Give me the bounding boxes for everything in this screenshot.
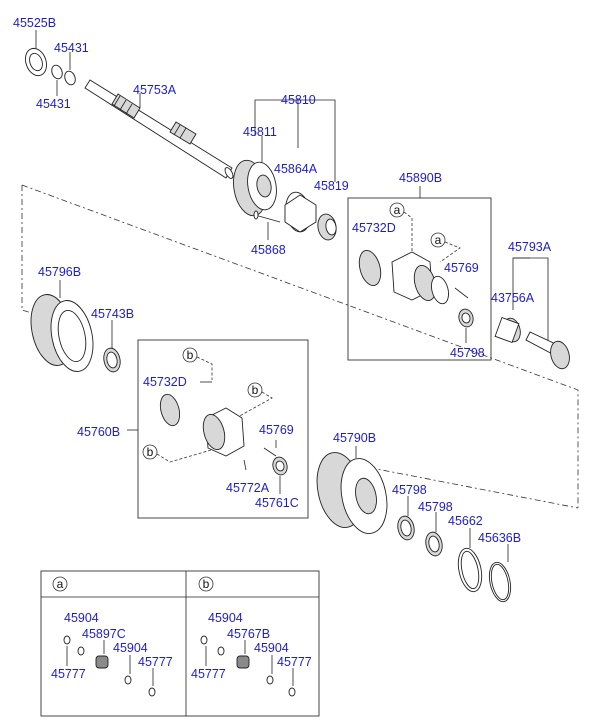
o-ring-45431-b [64, 70, 76, 86]
label-45753A: 45753A [133, 83, 177, 97]
legend-a-parts [63, 635, 156, 697]
label-45761C: 45761C [255, 496, 299, 510]
legend-b-45777-2: 45777 [277, 655, 312, 669]
legend-b-45904-1: 45904 [208, 611, 243, 625]
pin-45772A [243, 459, 247, 471]
marker-b-2: b [247, 382, 263, 398]
output-shaft-45793A [525, 331, 570, 370]
differential-case-45864A [284, 191, 317, 233]
ring-45662 [457, 547, 483, 593]
svg-text:a: a [394, 203, 401, 217]
bolt-45868 [253, 210, 281, 240]
legend-a-45904-2: 45904 [113, 641, 148, 655]
legend-a-45777-1: 45777 [51, 667, 86, 681]
label-45811: 45811 [243, 125, 277, 139]
label-45431-top: 45431 [54, 41, 89, 55]
pin-45769-right [454, 287, 469, 299]
ring-45743B [103, 347, 121, 373]
label-45810: 45810 [281, 93, 316, 107]
label-45743B: 45743B [91, 307, 134, 321]
svg-text:b: b [203, 577, 210, 591]
legend-b-45904-2: 45904 [254, 641, 289, 655]
drum-45790B [316, 452, 388, 534]
label-45790B: 45790B [333, 431, 376, 445]
label-45525B: 45525B [13, 16, 56, 30]
legend-b-parts [200, 635, 296, 697]
legend-b-header: b [198, 576, 214, 592]
label-45890B: 45890B [399, 171, 442, 185]
marker-b-3: b [142, 444, 158, 460]
label-45796B: 45796B [38, 265, 81, 279]
label-45793A: 45793A [508, 240, 552, 254]
differential-assy-right [358, 249, 449, 305]
pin-45769-left [263, 447, 277, 457]
o-ring-45431-a [51, 64, 63, 80]
bushing-43756A [494, 316, 521, 344]
label-45431-bottom: 45431 [36, 97, 71, 111]
legend-table: a b 45904 45897C 45904 45777 45777 [40, 570, 320, 717]
assembly-box-45760B [137, 339, 309, 519]
legend-b-45767B: 45767B [227, 627, 270, 641]
legend-a-45897C: 45897C [82, 627, 126, 641]
label-45772A: 45772A [226, 481, 270, 495]
label-45819: 45819 [314, 179, 349, 193]
marker-a-1: a [389, 202, 405, 218]
seal-45525B [25, 47, 47, 77]
label-45636B: 45636B [478, 531, 521, 545]
svg-text:b: b [187, 348, 194, 362]
washer-45798-b [425, 531, 443, 557]
legend-b-45777-1: 45777 [191, 667, 226, 681]
label-45732D-right: 45732D [352, 221, 396, 235]
label-45798-right: 45798 [450, 346, 485, 360]
ring-45636B [488, 561, 512, 603]
marker-b-1: b [182, 347, 198, 363]
label-45760B: 45760B [77, 425, 120, 439]
differential-assy-left [159, 393, 245, 457]
washer-45798-a [397, 515, 415, 541]
washer-45761C [272, 456, 288, 476]
label-45864A: 45864A [274, 162, 318, 176]
label-45732D-left: 45732D [143, 375, 187, 389]
label-45798-a: 45798 [392, 483, 427, 497]
callout-labels: 45525B 45431 45431 45753A 45810 45811 45… [13, 16, 552, 545]
washer-45798-right [458, 308, 474, 328]
svg-text:a: a [57, 577, 64, 591]
label-43756A: 43756A [491, 291, 535, 305]
ring-gear-45811 [233, 136, 277, 217]
label-45798-b: 45798 [418, 500, 453, 514]
svg-text:b: b [147, 445, 154, 459]
legend-a-45904-1: 45904 [64, 611, 99, 625]
label-45769-left: 45769 [259, 423, 294, 437]
label-45868: 45868 [251, 243, 286, 257]
svg-text:a: a [435, 233, 442, 247]
legend-a-45777-2: 45777 [138, 655, 173, 669]
marker-a-2: a [430, 232, 446, 248]
legend-a-header: a [52, 576, 68, 592]
svg-text:b: b [252, 383, 259, 397]
label-45769-right: 45769 [444, 261, 479, 275]
assembly-boundary-line [21, 184, 579, 509]
assembly-box-45890B [347, 197, 492, 361]
bearing-45819 [317, 213, 337, 241]
drum-45796B [30, 294, 94, 372]
label-45662: 45662 [448, 514, 483, 528]
